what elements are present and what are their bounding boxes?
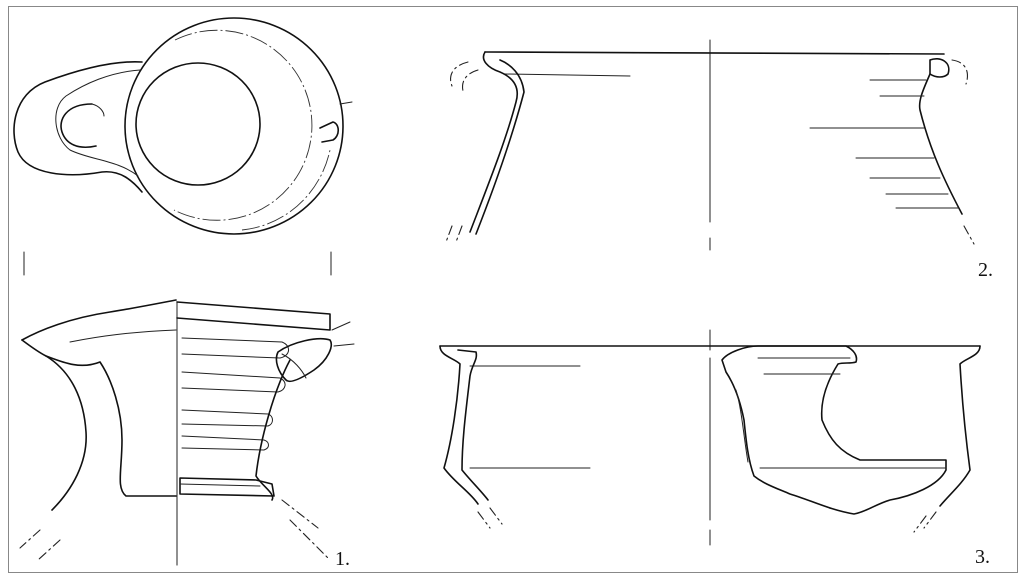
rim-continuation-left-b (461, 69, 479, 95)
spout-channel (60, 103, 97, 148)
spout-section (275, 337, 332, 383)
wall-outer-left (469, 51, 518, 233)
body-continuation-left-a (445, 225, 453, 243)
rim-band (176, 301, 331, 331)
body-continuation-left-b (37, 539, 61, 561)
rim-lower-dashed (241, 149, 331, 231)
spout-axis-tick-a (331, 321, 351, 331)
wall-outer-right (255, 359, 291, 501)
rim-inner-dashed (173, 29, 313, 221)
central-opening (135, 62, 261, 186)
sherd-break-edge (735, 389, 749, 463)
rim-outer-outline (124, 17, 344, 235)
vessel-3-profile: 3. (439, 329, 990, 568)
vessel-2-label: 2. (978, 259, 993, 281)
wall-inner-left (45, 355, 177, 497)
wall-inner-left (475, 59, 525, 235)
spout-section-line (281, 353, 307, 379)
base-ring (179, 477, 275, 497)
body-continuation-left-a (477, 511, 491, 529)
rim-inner-line (504, 73, 631, 77)
spout-outer-outline (13, 60, 143, 193)
rim-continuation-right (951, 59, 969, 85)
wall-outer-left (439, 345, 479, 505)
wall-outer-right (918, 73, 963, 215)
spout-inner-rim (55, 69, 141, 177)
groove-4 (181, 435, 269, 451)
body-continuation-right-a (923, 511, 937, 529)
vessel-1-profile: 1. (19, 299, 355, 570)
wall-inner-left (457, 349, 489, 501)
sherd-fragment (721, 345, 947, 515)
rim-roll-right (929, 58, 950, 78)
base-ring-line (179, 483, 261, 487)
body-continuation-right-b (913, 515, 927, 533)
handle-stub (319, 121, 340, 143)
rim-line (484, 51, 945, 55)
handle-axis-tick (339, 101, 353, 105)
vessel-1-top-view (13, 17, 353, 276)
body-continuation-left-b (455, 225, 463, 243)
rim-top-line (21, 299, 177, 341)
vessel-2-profile: 2. (445, 39, 993, 281)
body-continuation-right-b (289, 519, 331, 561)
groove-3 (181, 409, 273, 427)
rim-inner-line (69, 329, 177, 343)
groove-2 (181, 371, 286, 393)
wall-outer-right (939, 345, 981, 507)
wall-outer-left (21, 339, 87, 511)
body-continuation-right-a (281, 499, 319, 529)
body-continuation-left-a (19, 529, 41, 549)
vessel-1-label: 1. (335, 548, 350, 570)
rim-continuation-left-a (450, 61, 469, 87)
body-continuation-left-b (489, 507, 503, 525)
plate-frame (8, 6, 1018, 573)
spout-channel-edge (91, 103, 105, 117)
spout-axis-tick-b (333, 343, 355, 347)
vessel-3-label: 3. (975, 546, 990, 568)
body-continuation-right (963, 225, 975, 245)
groove-1 (181, 337, 289, 359)
